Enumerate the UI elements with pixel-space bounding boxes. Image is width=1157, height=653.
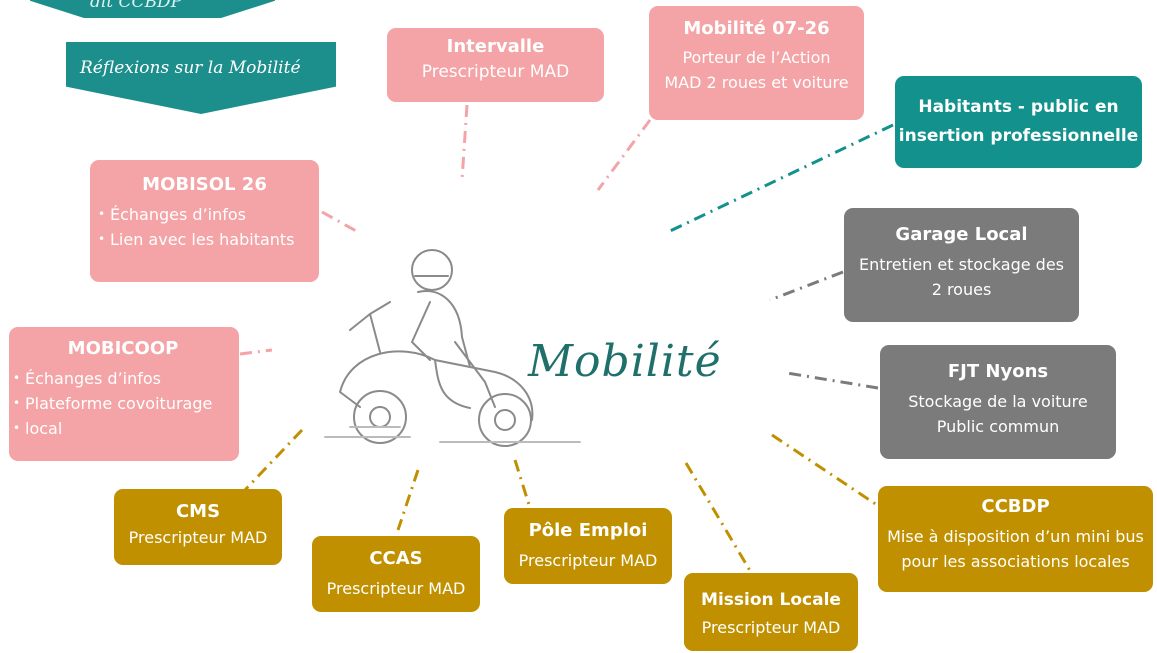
connector-garage: [769, 270, 844, 302]
connector-intervalle: [460, 104, 469, 181]
center-title: Mobilité: [528, 336, 722, 387]
node-title: Habitants - public en: [918, 97, 1119, 117]
node-ccas: CCAS Prescripteur MAD: [312, 536, 480, 612]
node-line: Entretien et stockage des: [859, 255, 1064, 274]
node-mobilite0726: Mobilité 07-26 Porteur de l’Action MAD 2…: [649, 6, 864, 120]
node-cms: CMS Prescripteur MAD: [114, 489, 282, 565]
node-bullet-list: Échanges d’infos Plateforme covoiturage …: [11, 366, 235, 441]
node-line: Prescripteur MAD: [326, 579, 466, 598]
connector-ccbdp: [771, 433, 881, 509]
sub-banner-text: Réflexions sur la Mobilité: [80, 58, 301, 78]
node-ccbdp: CCBDP Mise à disposition d’un mini bus p…: [878, 486, 1153, 592]
node-bullet: Plateforme covoiturage: [11, 391, 235, 416]
node-bullet-list: Échanges d’infos Lien avec les habitants: [96, 202, 313, 252]
node-mobicoop: MOBICOOP Échanges d’infos Plateforme cov…: [9, 327, 239, 461]
connector-mobilite0726: [596, 119, 652, 191]
node-bullet: local: [11, 416, 235, 441]
connector-fjt: [786, 371, 879, 390]
node-title: Pôle Emploi: [528, 520, 648, 541]
connector-mobisol: [321, 210, 359, 234]
node-bullet: Échanges d’infos: [11, 366, 235, 391]
top-banner: dit CCBDP: [30, 0, 275, 18]
scooter-body: [339, 350, 534, 421]
node-title: MOBICOOP: [67, 338, 179, 359]
node-fjt-nyons: FJT Nyons Stockage de la voiture Public …: [880, 345, 1116, 459]
node-mission-locale: Mission Locale Prescripteur MAD: [684, 573, 858, 651]
node-title: CCBDP: [981, 496, 1050, 517]
node-title: insertion professionnelle: [898, 126, 1139, 146]
node-intervalle: Intervalle Prescripteur MAD: [387, 28, 604, 102]
connector-mobicoop: [239, 348, 273, 356]
node-title: CMS: [175, 501, 221, 522]
node-mobisol26: MOBISOL 26 Échanges d’infos Lien avec le…: [90, 160, 319, 282]
node-title: Intervalle: [446, 36, 545, 57]
node-line: MAD 2 roues et voiture: [664, 73, 849, 92]
node-line: Prescripteur MAD: [421, 62, 570, 82]
node-line: Porteur de l’Action: [682, 48, 831, 67]
node-title: Garage Local: [895, 224, 1028, 245]
node-title: Mission Locale: [701, 590, 841, 610]
node-line: Public commun: [936, 417, 1060, 436]
node-line: Prescripteur MAD: [701, 618, 841, 637]
connector-ccas: [396, 469, 420, 531]
node-title: FJT Nyons: [947, 361, 1049, 382]
node-line: 2 roues: [931, 280, 992, 299]
rider-helmet: [411, 249, 453, 291]
node-habitants: Habitants - public en insertion professi…: [895, 76, 1142, 168]
node-bullet: Échanges d’infos: [96, 202, 313, 227]
node-line: Mise à disposition d’un mini bus: [887, 527, 1144, 546]
connector-mission: [684, 462, 754, 575]
connector-cms: [243, 428, 304, 492]
top-banner-text: dit CCBDP: [90, 0, 183, 12]
node-title: CCAS: [369, 548, 423, 569]
node-pole-emploi: Pôle Emploi Prescripteur MAD: [504, 508, 672, 584]
node-title: Mobilité 07-26: [683, 18, 830, 39]
node-garage-local: Garage Local Entretien et stockage des 2…: [844, 208, 1079, 322]
node-line: Stockage de la voiture: [908, 392, 1088, 411]
scooter-rider-illustration: [324, 249, 581, 447]
node-line: Prescripteur MAD: [518, 551, 658, 570]
rear-wheel: [353, 390, 407, 444]
rider-body: [410, 290, 496, 408]
connector-pole: [513, 459, 532, 509]
front-wheel: [478, 393, 532, 447]
node-line: pour les associations locales: [901, 552, 1130, 571]
node-bullet: Lien avec les habitants: [96, 227, 313, 252]
node-title: MOBISOL 26: [142, 174, 267, 195]
node-line: Prescripteur MAD: [128, 528, 268, 547]
